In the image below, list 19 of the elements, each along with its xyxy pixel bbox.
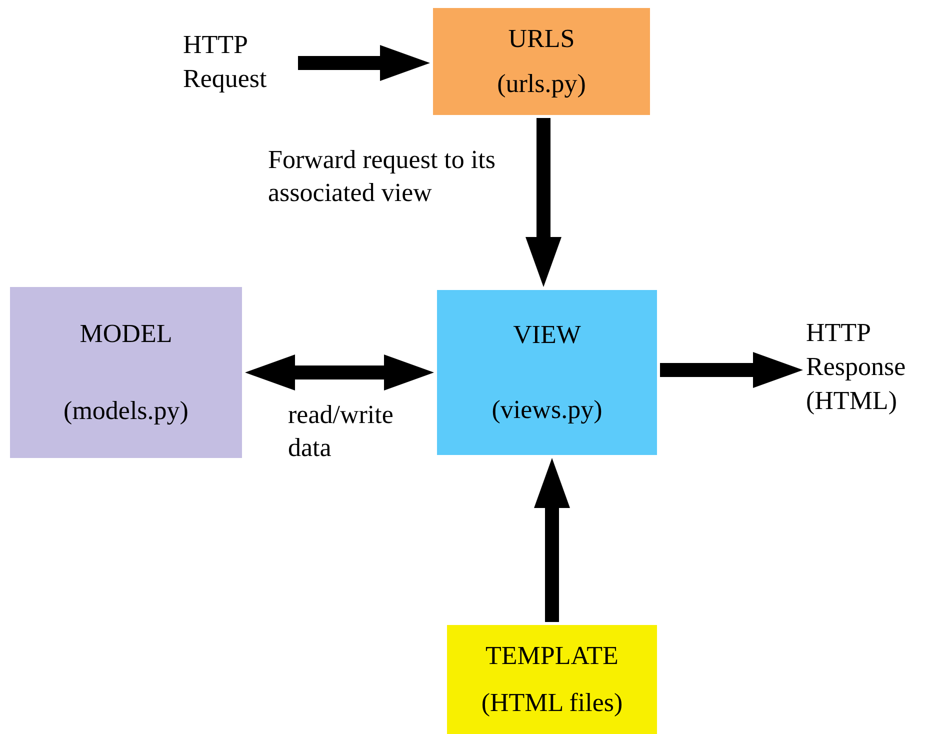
arrow bbox=[660, 352, 803, 388]
process-box bbox=[447, 625, 657, 734]
arrow bbox=[298, 45, 430, 81]
box-subtitle: (urls.py) bbox=[497, 68, 586, 100]
box-title: VIEW bbox=[513, 319, 581, 352]
box-title: TEMPLATE bbox=[486, 640, 618, 672]
node-label: HTTP Response (HTML) bbox=[806, 316, 936, 424]
box-title: MODEL bbox=[80, 318, 172, 350]
box-title: URLS bbox=[508, 22, 575, 55]
arrow bbox=[534, 458, 570, 622]
box-subtitle: (views.py) bbox=[492, 394, 602, 426]
process-box bbox=[437, 290, 657, 455]
process-box bbox=[10, 287, 242, 458]
arrow bbox=[526, 118, 562, 287]
box-subtitle: (HTML files) bbox=[481, 686, 623, 719]
node-label: HTTP Request bbox=[183, 28, 295, 98]
arrow bbox=[245, 354, 434, 390]
process-box bbox=[433, 8, 650, 115]
box-subtitle: (models.py) bbox=[64, 395, 188, 428]
